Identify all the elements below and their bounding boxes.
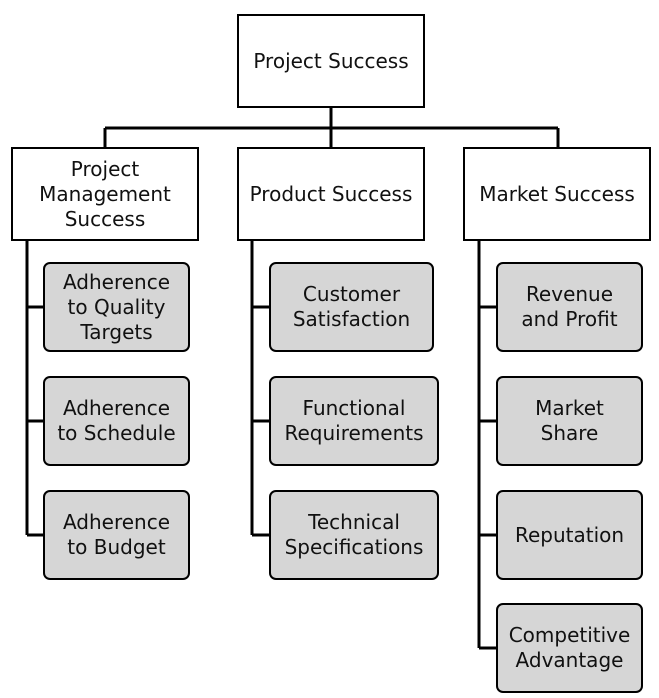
item-reputation: Reputation [496, 490, 643, 580]
item-competitive-advantage: Competitive Advantage [496, 603, 643, 693]
item-market-share: Market Share [496, 376, 643, 466]
item-customer-satisfaction: Customer Satisfaction [269, 262, 434, 352]
item-technical-specifications: Technical Specifications [269, 490, 439, 580]
item-quality-targets: Adherence to Quality Targets [43, 262, 190, 352]
category-product: Product Success [237, 147, 425, 241]
item-revenue-profit: Revenue and Profit [496, 262, 643, 352]
item-schedule: Adherence to Schedule [43, 376, 190, 466]
item-functional-requirements: Functional Requirements [269, 376, 439, 466]
category-project-management: Project Management Success [11, 147, 199, 241]
item-budget: Adherence to Budget [43, 490, 190, 580]
category-market: Market Success [463, 147, 651, 241]
root-node: Project Success [237, 14, 425, 108]
